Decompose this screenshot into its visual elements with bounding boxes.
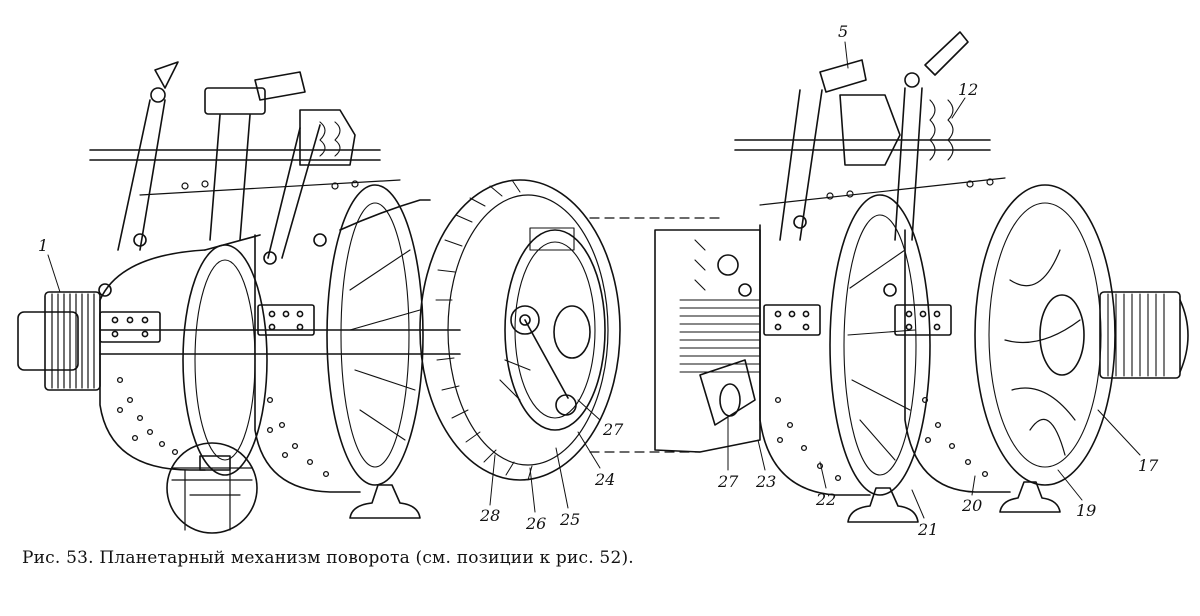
callout-12: 12 [958, 80, 979, 99]
callout-27-left: 27 [603, 420, 624, 439]
callout-20: 20 [962, 496, 983, 515]
right-output-shaft [1039, 291, 1189, 379]
right-brake-drum-20 [894, 184, 1116, 493]
break-lines [589, 217, 726, 453]
right-control-linkage [734, 31, 1006, 297]
callout-21: 21 [918, 520, 939, 539]
bevel-gear-crown [419, 179, 621, 481]
callout-1: 1 [38, 236, 49, 255]
left-stand-foot [349, 484, 421, 519]
callout-24: 24 [595, 470, 616, 489]
right-assembly [654, 31, 1189, 523]
left-detail-inset [166, 442, 258, 534]
callout-26: 26 [526, 514, 547, 533]
callout-28: 28 [480, 506, 501, 525]
callout-25: 25 [560, 510, 581, 529]
right-brake-drum-22 [759, 194, 931, 496]
callout-27-right: 27 [718, 472, 739, 491]
left-assembly [17, 61, 726, 534]
left-brake-drum-middle [254, 184, 431, 493]
left-control-linkage [89, 61, 401, 297]
leader-lines [47, 41, 1141, 519]
left-brake-drum-outer [99, 234, 268, 476]
callout-5: 5 [838, 22, 849, 41]
planetary-mechanism-drawing [17, 31, 1189, 534]
right-gear-block [654, 229, 761, 453]
callout-23: 23 [756, 472, 777, 491]
right-stand-feet [847, 481, 1061, 523]
callout-19: 19 [1076, 501, 1097, 520]
callout-17: 17 [1138, 456, 1159, 475]
callout-22: 22 [816, 490, 837, 509]
left-input-shaft [17, 291, 461, 391]
figure-caption: Рис. 53. Планетарный механизм поворота (… [22, 548, 634, 568]
